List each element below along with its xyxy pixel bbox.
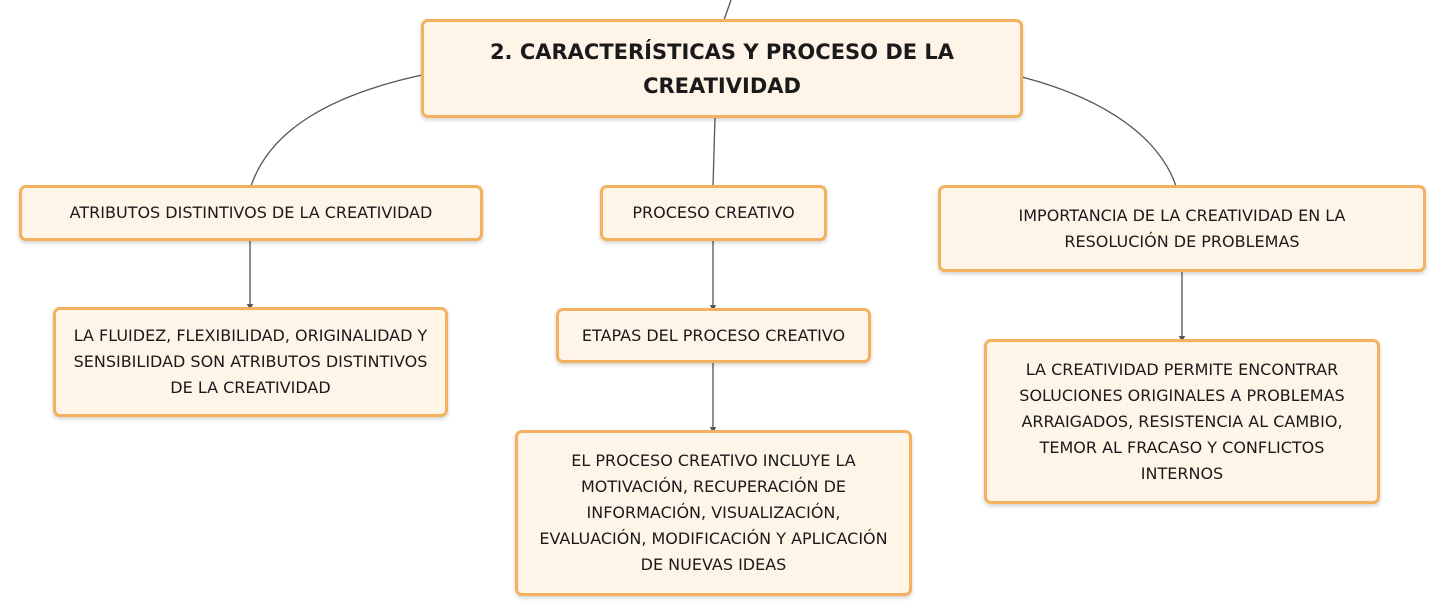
topic-etapas-proceso-creativo[interactable]: ETAPAS DEL PROCESO CREATIVO	[556, 308, 871, 363]
connector-parent-to-root	[723, 0, 732, 21]
root-topic[interactable]: 2. CARACTERÍSTICAS Y PROCESO DE LA CREAT…	[421, 19, 1023, 118]
connector-root-to-proceso	[712, 116, 716, 187]
connector-root-to-importancia	[1021, 76, 1177, 187]
connector-root-to-atributos	[250, 74, 423, 187]
detail-importancia[interactable]: LA CREATIVIDAD PERMITE ENCONTRAR SOLUCIO…	[984, 339, 1380, 504]
topic-atributos-distintivos[interactable]: ATRIBUTOS DISTINTIVOS DE LA CREATIVIDAD	[19, 185, 483, 241]
topic-proceso-creativo[interactable]: PROCESO CREATIVO	[600, 185, 827, 241]
detail-proceso-creativo[interactable]: EL PROCESO CREATIVO INCLUYE LA MOTIVACIÓ…	[515, 430, 912, 596]
detail-atributos[interactable]: LA FLUIDEZ, FLEXIBILIDAD, ORIGINALIDAD Y…	[53, 307, 448, 417]
topic-importancia-creatividad[interactable]: IMPORTANCIA DE LA CREATIVIDAD EN LA RESO…	[938, 185, 1426, 272]
